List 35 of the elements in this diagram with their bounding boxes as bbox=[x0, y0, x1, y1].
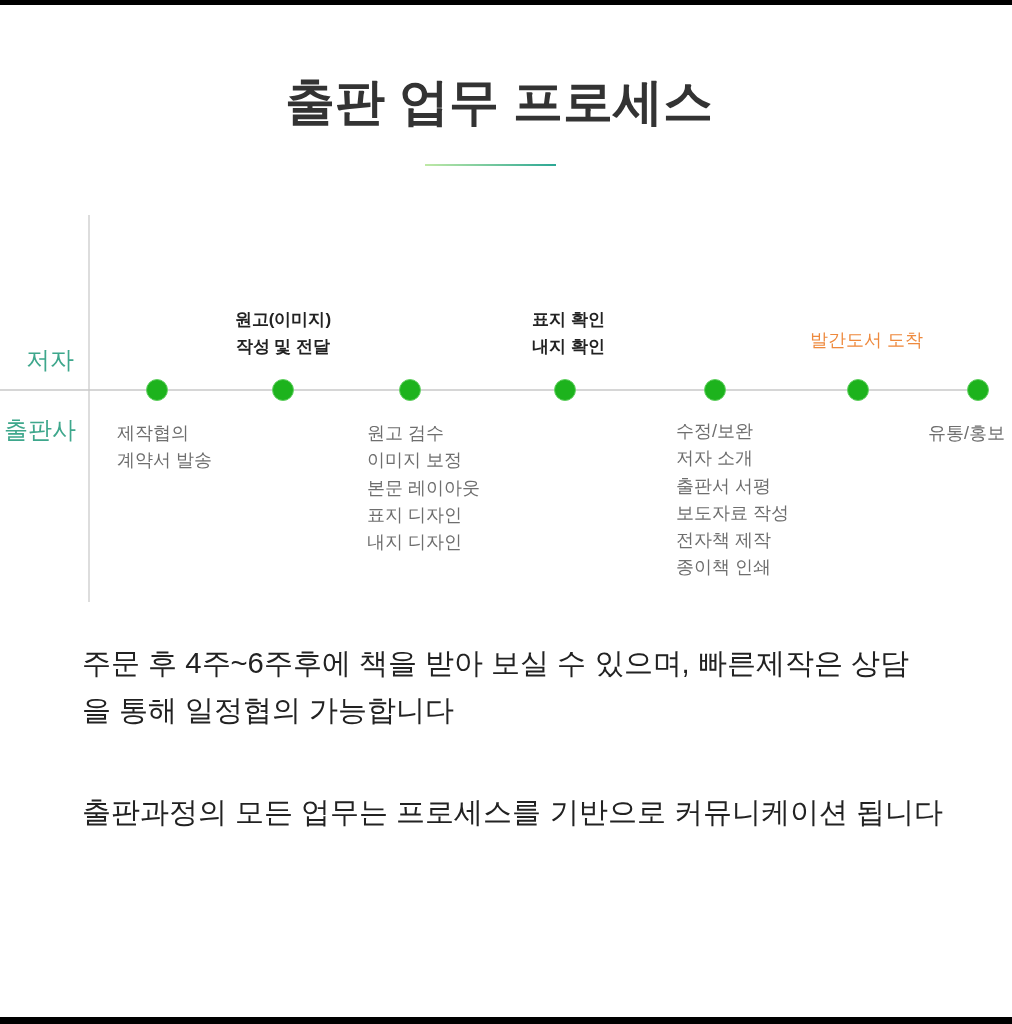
timeline-line bbox=[293, 389, 400, 391]
timeline-line bbox=[868, 389, 968, 391]
task-text: 저자 소개 bbox=[676, 447, 753, 471]
task-text: 보도자료 작성 bbox=[676, 501, 789, 525]
timeline-line bbox=[167, 389, 273, 391]
task-text: 수정/보완 bbox=[676, 420, 753, 443]
timeline-dot bbox=[272, 379, 294, 401]
timeline-line bbox=[575, 389, 705, 391]
task-text: 원고(이미지) 작성 및 전달 bbox=[234, 309, 332, 359]
task-text: 전자책 제작 bbox=[676, 529, 771, 553]
timeline-dot bbox=[704, 379, 726, 401]
task-text: 원고 검수 bbox=[367, 422, 444, 445]
timeline-dot bbox=[554, 379, 576, 401]
note-text: 주문 후 4주~6주후에 책을 받아 보실 수 있으며, 빠른제작은 상담을 통해 일정협의 가능합니다 bbox=[82, 646, 910, 728]
task-text: 표지 확인 bbox=[532, 309, 605, 331]
note-text: 출판과정의 모든 업무는 프로세스를 기반으로 커뮤니케이션 됩니다 bbox=[82, 795, 943, 830]
task-text: 종이책 인쇄 bbox=[676, 556, 771, 580]
timeline-line bbox=[420, 389, 555, 391]
task-text: 유통/홍보 bbox=[928, 422, 1005, 445]
timeline-dot bbox=[967, 379, 989, 401]
timeline-line bbox=[725, 389, 848, 391]
task-text: 발간도서 도착 bbox=[810, 329, 923, 352]
task-text: 본문 레이아웃 bbox=[367, 476, 480, 500]
task-text: 이미지 보정 bbox=[367, 449, 462, 473]
lane-label: 저자 bbox=[26, 345, 74, 375]
timeline-dot bbox=[847, 379, 869, 401]
lane-label: 출판사 bbox=[4, 415, 76, 445]
timeline-dot bbox=[399, 379, 421, 401]
task-text: 내지 디자인 bbox=[367, 531, 462, 555]
task-text: 내지 확인 bbox=[532, 336, 605, 359]
task-text: 제작협의 계약서 발송 bbox=[117, 422, 213, 473]
task-text: 출판서 서평 bbox=[676, 474, 771, 498]
task-text: 표지 디자인 bbox=[367, 503, 462, 527]
title: 출판 업무 프로세스 bbox=[285, 73, 713, 132]
timeline-dot bbox=[146, 379, 168, 401]
